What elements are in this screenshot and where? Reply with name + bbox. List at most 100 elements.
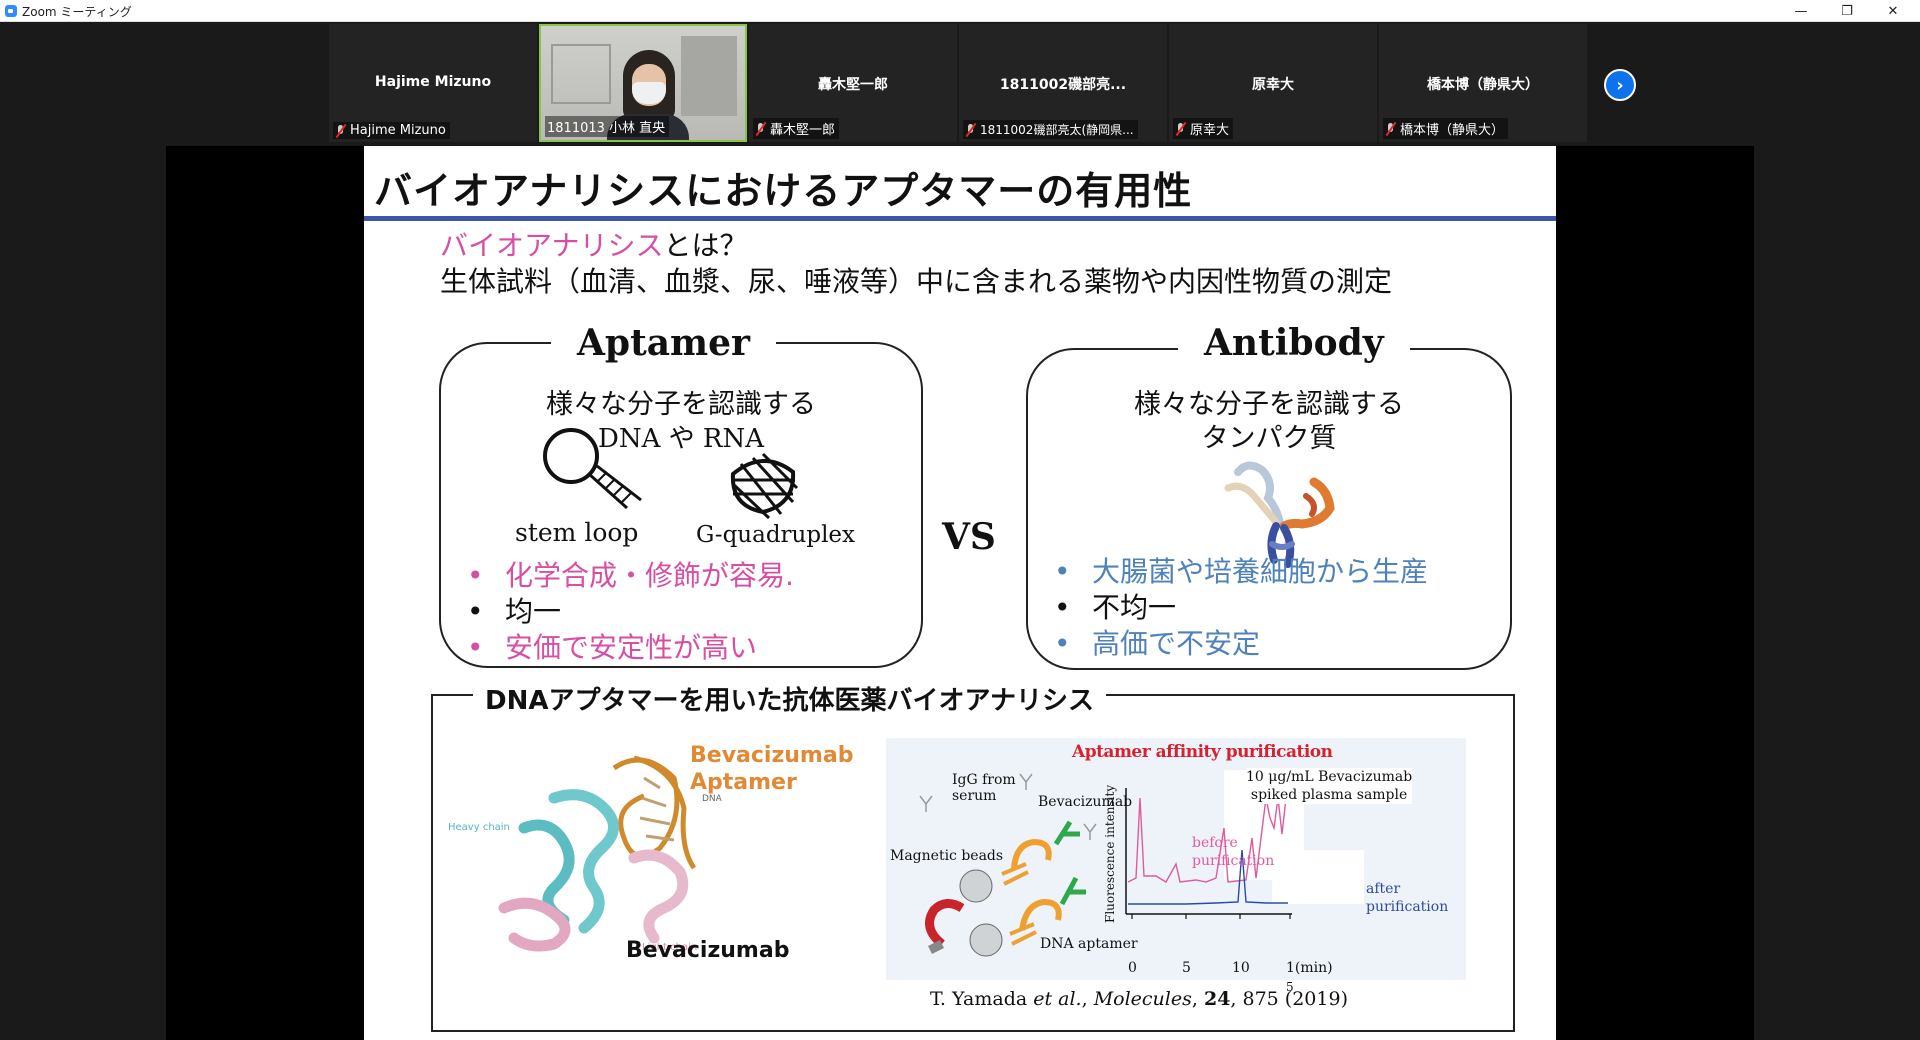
participant-tile[interactable]: 原幸大 原幸大 <box>1169 24 1377 142</box>
aptamer-desc-2: DNA や RNA <box>597 424 764 454</box>
x-tick-4: 5 <box>1286 980 1294 994</box>
figure-title: Aptamer affinity purification <box>1072 742 1333 762</box>
participant-tile[interactable]: Hajime Mizuno Hajime Mizuno <box>329 24 537 142</box>
aptamer-bullets: 化学合成・修飾が容易. 均一 安価で安定性が高い <box>467 558 794 666</box>
participant-label-text: 1811002磯部亮太(静岡県... <box>980 123 1134 137</box>
bevacizumab-small-label: Bevacizumab <box>1038 794 1133 810</box>
video-wall-panel <box>681 36 737 116</box>
definition-suffix: とは？ <box>663 229 748 262</box>
stem-loop-icon <box>543 428 642 510</box>
participant-name: 原幸大 <box>1252 77 1294 93</box>
participant-label: 橋本博（静県大） <box>1383 118 1509 139</box>
aptamer-desc: 様々な分子を認識する <box>546 389 816 420</box>
antibody-bullet: 高価で不安定 <box>1054 626 1428 662</box>
close-icon: ✕ <box>1887 3 1899 19</box>
ref-sep-2: , <box>1191 988 1204 1010</box>
light-chain-label: Light chain <box>642 942 698 953</box>
aptamer-bullet: 化学合成・修飾が容易. <box>467 558 794 594</box>
igg-label: IgG from serum <box>952 772 1016 804</box>
participant-label: 原幸大 <box>1173 118 1234 139</box>
definition-body: 生体試料（血清、血漿、尿、唾液等）中に含まれる薬物や内因性物質の測定 <box>440 265 1393 298</box>
aptamer-bullet: 安価で安定性が高い <box>467 630 794 666</box>
minimize-icon: — <box>1794 3 1808 19</box>
slide-title: バイオアナリシスにおけるアプタマーの有用性 <box>374 169 1193 213</box>
antibody-title: Antibody <box>1178 322 1410 364</box>
participant-label-text: 1811013 小林 直央 <box>547 121 666 136</box>
affinity-purification-figure: Aptamer affinity purification IgG from s… <box>886 738 1466 994</box>
ref-rest: , 875 (2019) <box>1230 988 1348 1010</box>
mic-muted-icon <box>755 122 767 136</box>
participant-label: 1811002磯部亮太(静岡県... <box>963 120 1138 139</box>
participant-label-text: 橋本博（静県大） <box>1400 123 1505 138</box>
participant-name: 轟木堅一郎 <box>818 77 888 93</box>
video-person-body <box>607 114 689 140</box>
bevacizumab-label: Bevacizumab <box>626 938 790 963</box>
participant-tile-video[interactable]: 1811013 小林 直央 <box>539 24 747 142</box>
restore-button[interactable]: ❐ <box>1824 0 1870 22</box>
bevacizumab-structure-image <box>498 755 697 952</box>
antibody-bullet: 大腸菌や培養細胞から生産 <box>1054 554 1428 590</box>
before-purification-label: before purification <box>1192 835 1275 869</box>
participant-label-text: 轟木堅一郎 <box>770 123 836 138</box>
ref-etal: et al. <box>1033 988 1082 1010</box>
x-tick-1: 5 <box>1182 960 1191 976</box>
antibody-bullet: 不均一 <box>1054 590 1428 626</box>
minimize-button[interactable]: — <box>1778 0 1824 22</box>
participant-tile[interactable]: 橋本博（静県大） 橋本博（静県大） <box>1379 24 1587 142</box>
x-unit: (min) <box>1294 960 1333 976</box>
ref-journal: Molecules <box>1093 988 1192 1010</box>
mic-muted-icon <box>1385 122 1397 136</box>
title-underline <box>364 216 1556 221</box>
close-button[interactable]: ✕ <box>1870 0 1916 22</box>
video-wall-panel <box>551 44 611 104</box>
aptamer-box: Aptamer 様々な分子を認識する DNA や RNA stem loop G… <box>439 322 923 668</box>
definition-heading: バイオアナリシスとは？ <box>440 224 747 264</box>
window-titlebar: Zoom ミーティング — ❐ ✕ <box>0 0 1920 22</box>
next-page-button[interactable]: › <box>1604 69 1636 101</box>
participant-label-text: Hajime Mizuno <box>350 123 446 138</box>
bevacizumab-aptamer-label: Bevacizumab Aptamer <box>690 743 854 795</box>
video-person-mask <box>632 82 666 104</box>
definition-term: バイオアナリシス <box>440 229 664 262</box>
aptamer-bullet: 均一 <box>467 594 794 630</box>
mic-muted-icon <box>335 124 347 138</box>
participant-label: 轟木堅一郎 <box>753 118 840 139</box>
vs-label: VS <box>942 516 996 558</box>
g-quadruplex-label: G-quadruplex <box>696 522 856 548</box>
participant-name: Hajime Mizuno <box>374 74 492 90</box>
magnetic-beads-label: Magnetic beads <box>890 848 1004 864</box>
ref-author: T. Yamada <box>930 988 1034 1010</box>
participant-name: 橋本博（静県大） <box>1427 77 1539 93</box>
participant-name: 1811002磯部亮... <box>999 77 1127 93</box>
zoom-app-icon <box>5 5 17 17</box>
ref-volume: 24 <box>1203 988 1231 1010</box>
participant-label: Hajime Mizuno <box>333 122 450 139</box>
window-title: Zoom ミーティング <box>22 5 132 19</box>
after-purification-label: after purification <box>1366 881 1449 915</box>
participant-label: 1811013 小林 直央 <box>545 116 670 137</box>
mic-muted-icon <box>1175 122 1187 136</box>
reference-citation: T. Yamada et al., Molecules, 24, 875 (20… <box>930 988 1348 1010</box>
participant-tile[interactable]: 轟木堅一郎 轟木堅一郎 <box>749 24 957 142</box>
participant-gallery-strip: Hajime Mizuno Hajime Mizuno 1811013 小林 直… <box>0 22 1920 144</box>
participant-tile[interactable]: 1811002磯部亮... 1811002磯部亮太(静岡県... <box>959 24 1167 142</box>
antibody-desc-2: タンパク質 <box>1201 423 1337 454</box>
x-tick-3: 1(min) <box>1286 960 1333 976</box>
ref-sep: , <box>1081 988 1094 1010</box>
lower-box-title: DNAアプタマーを用いた抗体医薬バイオアナリシス <box>473 680 1106 717</box>
antibody-desc: 様々な分子を認識する <box>1134 389 1404 420</box>
y-axis-label: Fluorescence intensity <box>1103 784 1117 923</box>
x-tick-2: 10 <box>1232 960 1250 976</box>
x-tick-3-value: 1 <box>1286 960 1295 976</box>
aptamer-title: Aptamer <box>551 322 777 364</box>
restore-icon: ❐ <box>1841 3 1853 19</box>
heavy-chain-label: Heavy chain <box>448 822 510 833</box>
dna-aptamer-label: DNA aptamer <box>1040 936 1138 952</box>
mic-muted-icon <box>965 123 977 137</box>
x-tick-0: 0 <box>1128 960 1137 976</box>
chevron-right-icon: › <box>1616 74 1624 96</box>
antibody-box: Antibody 様々な分子を認識する タンパク質 大腸菌や培養細胞から生産 不… <box>1026 322 1512 670</box>
dna-aptamer-bioanalysis-box: DNAアプタマーを用いた抗体医薬バイオアナリシス <box>431 680 1515 1032</box>
sample-label: 10 μg/mL Bevacizumab spiked plasma sampl… <box>1246 768 1413 804</box>
dna-tag-label: DNA <box>702 794 722 804</box>
